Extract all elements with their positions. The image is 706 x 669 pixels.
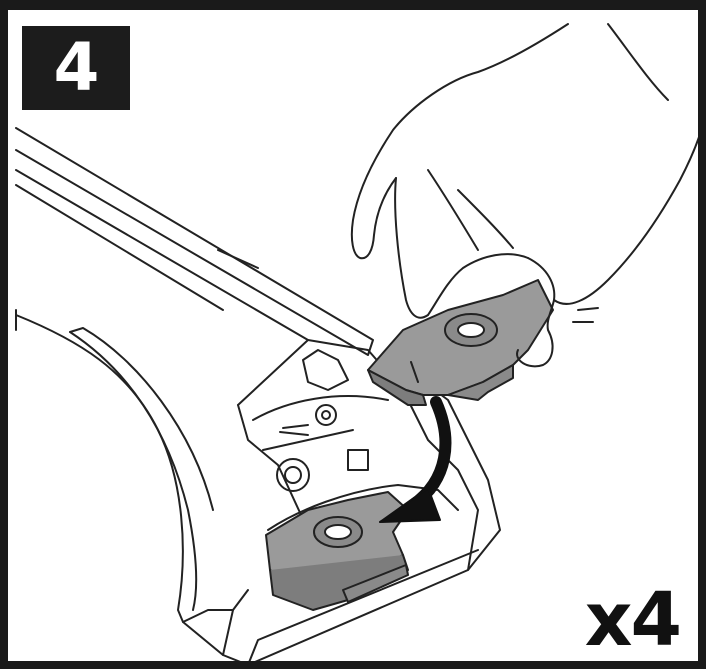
rubber-pad-installed-icon (265, 491, 409, 611)
quantity-label: x4 (584, 577, 682, 663)
step-number: 4 (53, 29, 100, 106)
step-badge: 4 (22, 26, 130, 110)
assembly-illustration (15, 23, 698, 661)
roof-bar-icon (15, 127, 374, 356)
hand-icon (350, 23, 698, 368)
curved-arrow-icon (379, 396, 452, 523)
roof-bar-foot-icon (15, 314, 501, 661)
rubber-pad-icon (367, 279, 554, 406)
